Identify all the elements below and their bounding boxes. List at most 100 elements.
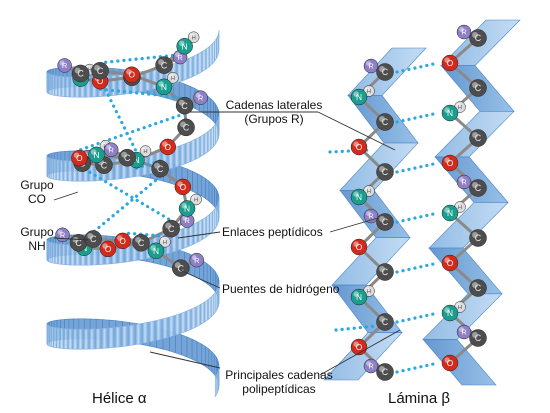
r-group-atom-sphere	[193, 90, 208, 105]
co-group-label: Grupo CO	[14, 178, 60, 206]
oxygen-atom-letter: O	[356, 342, 363, 352]
hydrogen-atom-highlight	[456, 203, 461, 207]
hydrogen-atom-letter: H	[367, 189, 371, 195]
helix-ribbon-segment	[210, 265, 214, 290]
oxygen-atom-highlight	[353, 241, 360, 247]
oxygen-atom-letter: O	[447, 58, 454, 68]
carbon-atom-sphere	[376, 213, 394, 231]
oxygen-atom: O	[114, 232, 131, 250]
helix-ribbon-segment	[207, 296, 212, 321]
oxygen-atom-letter: O	[447, 258, 454, 268]
hydrogen-atom-highlight	[141, 147, 146, 152]
helix-ribbon-segment	[120, 325, 129, 348]
helix-ribbon-segment	[214, 372, 218, 398]
oxygen-atom-sphere	[159, 138, 177, 156]
oxygen-atom-letter: O	[97, 76, 104, 86]
r-group-atom-sphere	[456, 174, 472, 190]
helix-ribbon-segment	[186, 336, 193, 360]
helix-ribbon-segment	[208, 180, 213, 205]
nitrogen-atom: N	[178, 200, 196, 217]
helix-ribbon-segment	[181, 334, 188, 358]
helix-ribbon-segment	[191, 338, 198, 362]
helix-ribbon-segment	[57, 75, 62, 97]
sheet-ribbon-panel	[422, 339, 497, 386]
r-group-atom-letter: R	[368, 212, 373, 221]
carbon-atom: C	[376, 213, 394, 231]
carbon-atom-sphere	[469, 79, 487, 97]
carbon-atom: C	[84, 230, 102, 248]
oxygen-atom-letter: O	[180, 182, 187, 192]
peptide-bonds-label: Enlaces peptídicos	[222, 225, 323, 239]
nitrogen-atom-sphere	[441, 304, 459, 322]
carbon-atom-sphere	[376, 113, 394, 131]
oxygen-atom-letter: O	[447, 358, 454, 368]
carbon-atom-highlight	[154, 162, 161, 169]
r-group-atom-letter: R	[194, 256, 199, 265]
helix-ribbon-segment	[192, 53, 198, 77]
carbon-atom-highlight	[87, 233, 94, 239]
helix-ribbon-segment	[195, 304, 201, 328]
hydrogen-atom-letter: H	[163, 240, 167, 246]
r-group-atom-sphere	[57, 58, 72, 73]
carbon-atom-highlight	[472, 32, 478, 39]
hydrogen-bond	[134, 159, 162, 170]
hydrogen-bond	[395, 361, 440, 374]
helix-ribbon-segment	[62, 160, 68, 182]
nitrogen-atom-letter: N	[447, 208, 453, 218]
oxygen-atom: O	[174, 178, 192, 196]
r-group-atom-highlight	[459, 327, 464, 332]
hydrogen-bond	[328, 148, 372, 154]
nitrogen-atom-sphere	[441, 204, 459, 222]
r-group-atom-letter: R	[109, 145, 114, 154]
hydrogen-atom: H	[167, 72, 179, 84]
nitrogen-atom-highlight	[158, 81, 164, 87]
carbon-atom-letter: C	[183, 123, 190, 133]
nitrogen-atom-letter: N	[153, 246, 159, 256]
carbon-atom-sphere	[71, 64, 90, 83]
nitrogen-atom-highlight	[444, 207, 451, 213]
nitrogen-atom: N	[441, 104, 459, 122]
helix-ribbon-segment	[205, 177, 210, 202]
carbon-atom: C	[71, 64, 90, 83]
carbon-atom-sphere	[162, 219, 180, 238]
hydrogen-atom-letter: H	[88, 68, 92, 74]
carbon-atom-sphere	[469, 129, 487, 147]
nitrogen-atom: N	[350, 88, 368, 106]
helix-ribbon-segment	[179, 311, 187, 335]
carbon-atom-letter: C	[181, 101, 188, 111]
oxygen-atom: O	[441, 154, 459, 172]
oxygen-atom-highlight	[117, 235, 123, 241]
carbon-atom-highlight	[472, 282, 478, 288]
helix-ribbon-segment	[192, 170, 198, 195]
carbon-atom-sphere	[469, 329, 487, 347]
oxygen-atom: O	[350, 238, 368, 256]
carbon-atom-letter: C	[382, 367, 389, 377]
carbon-atom-letter: C	[124, 153, 131, 163]
helix-ribbon-segment	[53, 326, 57, 349]
r-group-atom: R	[456, 174, 472, 190]
leader-line	[149, 351, 221, 369]
carbon-atom: C	[376, 263, 394, 281]
helix-ribbon-segment	[200, 301, 205, 326]
helix-ribbon-segment	[67, 160, 73, 182]
r-group-atom: R	[456, 24, 472, 40]
helix-ribbon-segment	[203, 131, 209, 155]
oxygen-atom-sphere	[123, 66, 141, 83]
helix-ribbon-segment	[196, 340, 202, 365]
carbon-atom-sphere	[376, 63, 394, 81]
hydrogen-atom-letter: H	[192, 35, 196, 41]
nitrogen-atom-sphere	[176, 37, 193, 55]
oxygen-atom-letter: O	[356, 142, 363, 152]
helix-ribbon-segment	[185, 141, 191, 165]
helix-ribbon-segment	[187, 223, 194, 247]
nitrogen-atom: N	[441, 304, 459, 322]
main-chains-label: Principales cadenas polipeptídicas	[210, 368, 348, 396]
hydrogen-atom-letter: H	[367, 89, 371, 95]
carbon-atom-letter: C	[382, 67, 389, 77]
hydrogen-bond	[98, 77, 139, 154]
carbon-atom-letter: C	[382, 167, 389, 177]
atoms: HRHRHRHRHRHRHRHRNCCONCCONCCONCCONCCONCCO…	[55, 24, 487, 381]
carbon-atom: C	[175, 96, 194, 115]
label-leader-lines	[53, 111, 401, 376]
r-group-atom-sphere	[189, 252, 204, 268]
